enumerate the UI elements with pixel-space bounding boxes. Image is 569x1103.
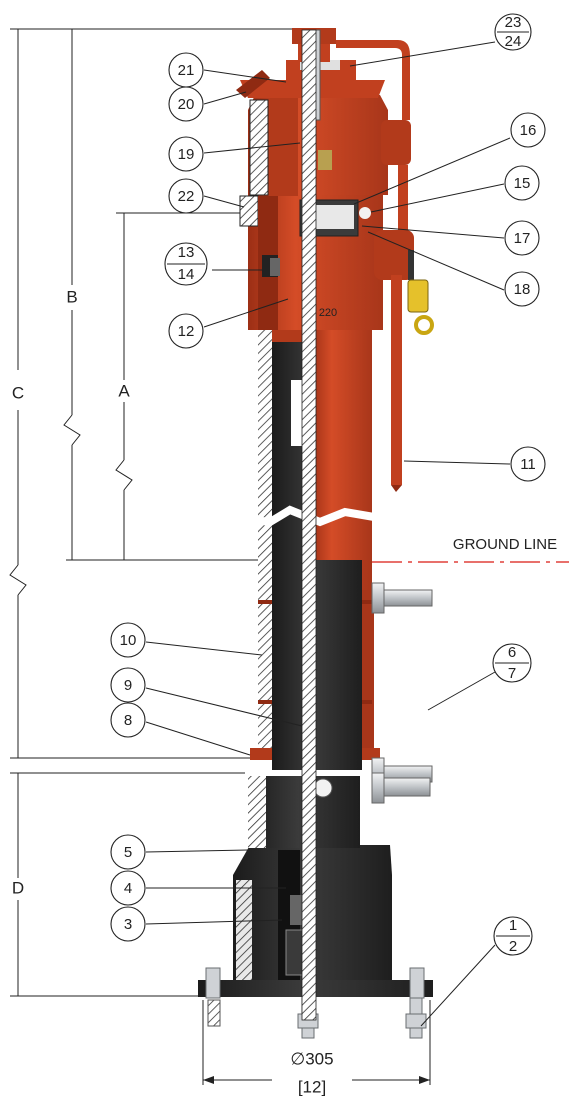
svg-text:18: 18 (514, 281, 531, 298)
dimension-b: B (63, 29, 268, 561)
dimension-d-label: D (12, 878, 24, 897)
svg-text:5: 5 (124, 844, 132, 861)
diameter-in: [12] (298, 1077, 326, 1096)
balloon-9: 9 (110, 667, 146, 703)
svg-text:3: 3 (124, 916, 132, 933)
dimension-c: C (9, 28, 295, 759)
dimension-d: D (10, 772, 245, 997)
balloon-17: 17 (504, 220, 540, 256)
svg-text:24: 24 (505, 33, 522, 50)
side-pipe (336, 40, 410, 120)
leader-lines (145, 41, 511, 1027)
balloon-23-24: 23 24 (494, 13, 532, 51)
diameter-mm: ∅305 (290, 1049, 333, 1068)
balloon-15: 15 (504, 165, 540, 201)
balloon-16: 16 (510, 112, 546, 148)
side-bolts (371, 582, 433, 804)
svg-text:13: 13 (178, 244, 195, 261)
svg-text:21: 21 (178, 62, 195, 79)
balloon-21: 21 (168, 52, 204, 88)
hydrant: 220 (198, 28, 434, 1039)
svg-text:12: 12 (178, 323, 195, 340)
balloons: 23 24 21 20 19 16 15 22 17 (110, 13, 546, 956)
body-marking: 220 (319, 307, 337, 319)
svg-text:6: 6 (508, 644, 516, 661)
ground-line: GROUND LINE (372, 536, 569, 563)
balloon-11: 11 (510, 446, 546, 482)
balloon-19: 19 (168, 136, 204, 172)
balloon-3: 3 (110, 906, 146, 942)
operating-rod (301, 29, 317, 1021)
balloon-22: 22 (168, 178, 204, 214)
balloon-5: 5 (110, 834, 146, 870)
svg-text:16: 16 (520, 122, 537, 139)
dimension-a-label: A (118, 381, 130, 400)
balloon-12: 12 (168, 313, 204, 349)
svg-text:15: 15 (514, 175, 531, 192)
svg-text:14: 14 (178, 266, 195, 283)
balloon-18: 18 (504, 271, 540, 307)
svg-text:19: 19 (178, 146, 195, 163)
svg-text:7: 7 (508, 665, 516, 682)
dimension-b-label: B (66, 287, 77, 306)
svg-text:20: 20 (178, 96, 195, 113)
dimension-a: A (115, 212, 245, 560)
svg-text:8: 8 (124, 712, 132, 729)
balloon-20: 20 (168, 86, 204, 122)
dimension-diameter: ∅305 [12] (202, 1000, 431, 1096)
balloon-4: 4 (110, 870, 146, 906)
svg-text:10: 10 (120, 632, 137, 649)
balloon-1-2: 1 2 (493, 916, 533, 956)
svg-text:1: 1 (509, 917, 517, 934)
svg-text:23: 23 (505, 14, 522, 31)
dimension-c-label: C (12, 383, 24, 402)
balloon-6-7: 6 7 (492, 643, 532, 683)
balloon-10: 10 (110, 622, 146, 658)
ground-line-label: GROUND LINE (453, 536, 557, 553)
balloon-8: 8 (110, 702, 146, 738)
svg-text:4: 4 (124, 880, 132, 897)
svg-text:11: 11 (520, 456, 536, 473)
balloon-13-14: 13 14 (164, 242, 208, 286)
svg-text:9: 9 (124, 677, 132, 694)
svg-text:2: 2 (509, 938, 517, 955)
svg-text:17: 17 (514, 230, 531, 247)
svg-text:22: 22 (178, 188, 195, 205)
